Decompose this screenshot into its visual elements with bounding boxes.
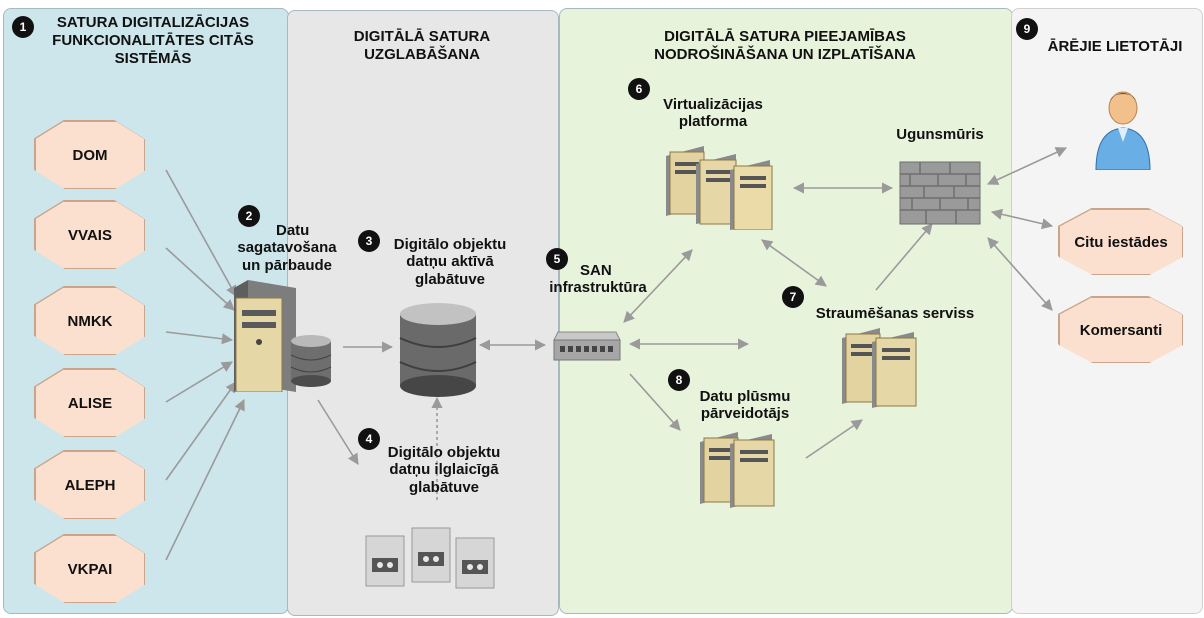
label-san: SAN infrastruktūra (549, 262, 656, 297)
badge-6: 6 (628, 78, 650, 100)
label-line: Datu plūsmu (699, 388, 791, 405)
external-other-institutions[interactable]: Citu iestādes (1059, 209, 1183, 275)
column-title-line: NODROŠINĀŠANA UN IZPLATĪŠANA (654, 46, 916, 63)
badge-8: 8 (668, 369, 690, 391)
system-nmkk[interactable]: NMKK (35, 287, 145, 355)
label-longterm-storage: Digitālo objektu datņu ilglaicīgā glabāt… (374, 444, 514, 496)
label-line: platforma (678, 113, 748, 131)
column-title-line: FUNKCIONALITĀTES CITĀS (52, 32, 254, 49)
server-cluster-icon (666, 146, 773, 230)
system-aleph[interactable]: ALEPH (35, 451, 145, 519)
database-icon (290, 335, 332, 387)
label-active-storage: Digitālo objektu datņu aktīvā glabātuve (380, 236, 520, 288)
label-data-prep: Datu sagatavošana un pārbaude (232, 222, 342, 274)
network-switch-icon (553, 331, 621, 361)
label-streaming: Straumēšanas serviss (815, 305, 975, 322)
badge-3: 3 (358, 230, 380, 252)
label-line: Digitālo objektu (387, 444, 501, 461)
badge-1: 1 (12, 16, 34, 38)
label-line: SAN (580, 262, 612, 279)
user-icon (1095, 91, 1151, 170)
label-line: Virtualizācijas (663, 96, 763, 113)
column-title-line: DIGITĀLĀ SATURA PIEEJAMĪBAS (664, 28, 906, 45)
label-line: Digitālo objektu (393, 236, 507, 253)
column-title-line: SATURA DIGITALIZĀCIJAS (56, 14, 250, 31)
database-icon (399, 303, 477, 397)
label-line: datņu aktīvā (406, 253, 494, 271)
column-title-line: UZGLABĀŠANA (364, 46, 480, 63)
label-line: glabātuve (414, 270, 486, 288)
column-title-external-users: ĀRĒJIE LIETOTĀJI (1047, 38, 1183, 55)
server-cluster-icon (700, 432, 775, 508)
tape-library-icon (365, 527, 495, 589)
label-line: datņu ilglaicīgā (389, 461, 499, 479)
label-line: sagatavošana (237, 239, 337, 257)
label-line: infrastruktūra (549, 279, 647, 297)
label-line: Datu (276, 222, 310, 239)
system-vvais[interactable]: VVAIS (35, 201, 145, 269)
badge-7: 7 (782, 286, 804, 308)
label-line: glabātuve (408, 478, 480, 496)
badge-2: 2 (238, 205, 260, 227)
external-merchants[interactable]: Komersanti (1059, 297, 1183, 363)
server-cluster-icon (842, 328, 917, 408)
column-title-line: DIGITĀLĀ SATURA (353, 28, 491, 45)
column-title-access: DIGITĀLĀ SATURA PIEEJAMĪBAS NODROŠINĀŠAN… (559, 28, 1011, 64)
label-line: un pārbaude (241, 256, 332, 274)
badge-5: 5 (546, 248, 568, 270)
badge-4: 4 (358, 428, 380, 450)
label-line: pārveidotājs (700, 405, 790, 423)
column-title-storage: DIGITĀLĀ SATURA UZGLABĀŠANA (287, 28, 557, 64)
system-alise[interactable]: ALISE (35, 369, 145, 437)
server-icon (234, 280, 296, 392)
firewall-icon (899, 161, 981, 225)
system-vkpai[interactable]: VKPAI (35, 535, 145, 603)
badge-9: 9 (1016, 18, 1038, 40)
column-title-digitization: SATURA DIGITALIZĀCIJAS FUNKCIONALITĀTES … (28, 14, 278, 68)
label-converter: Datu plūsmu pārveidotājs (680, 388, 810, 423)
label-firewall: Ugunsmūris (896, 126, 984, 143)
system-dom[interactable]: DOM (35, 121, 145, 189)
label-virtualization: Virtualizācijas platforma (648, 96, 778, 131)
column-title-line: SISTĒMĀS (114, 50, 192, 67)
